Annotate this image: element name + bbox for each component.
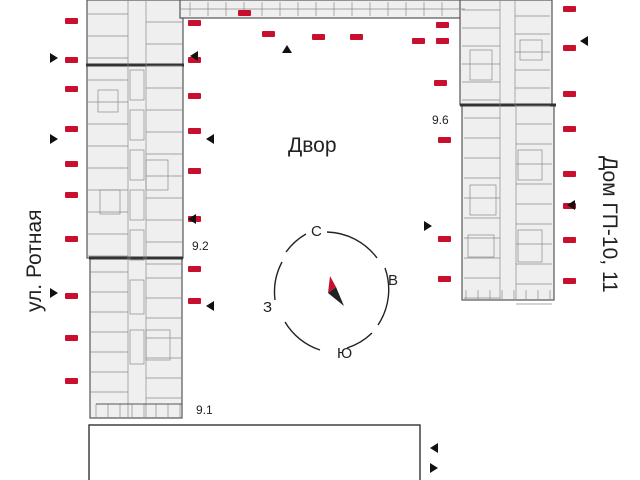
building-west-upper [86,0,184,259]
window-marker [238,10,251,16]
direction-arrow [190,51,198,61]
courtyard-label: Двор [288,134,337,157]
window-marker [188,20,201,26]
window-marker [563,91,576,97]
window-marker [65,192,78,198]
window-marker [65,236,78,242]
section-label-9-1: 9.1 [196,403,213,417]
window-marker [434,80,447,86]
direction-arrow [424,221,432,231]
window-markers [65,6,576,384]
direction-arrow [50,288,58,298]
window-marker [438,137,451,143]
direction-arrow [282,45,292,53]
compass: С В Ю З [263,223,398,362]
compass-east-label: В [388,272,398,289]
direction-arrow [580,36,588,46]
window-marker [65,161,78,167]
window-marker [65,86,78,92]
window-marker [65,126,78,132]
window-marker [563,6,576,12]
compass-needle-north [328,276,336,293]
window-marker [312,34,325,40]
section-label-9-6: 9.6 [432,113,449,127]
compass-arc-e [377,267,390,326]
direction-arrow [430,443,438,453]
window-marker [412,38,425,44]
direction-arrow [567,200,575,210]
compass-arc-nw [285,233,307,253]
window-marker [65,378,78,384]
building-blocks [86,0,555,419]
direction-arrow [188,214,196,224]
compass-arc-se [346,332,373,349]
window-marker [188,298,201,304]
compass-north-label: С [311,223,322,240]
window-marker [563,171,576,177]
building-east-lower [461,104,555,301]
building-east-upper [459,0,553,106]
window-marker [188,168,201,174]
compass-needle-south [328,287,344,306]
window-marker [65,335,78,341]
direction-arrow [206,134,214,144]
compass-arc-ne [326,231,378,259]
window-marker [188,128,201,134]
window-marker [563,45,576,51]
window-marker [563,237,576,243]
window-marker [563,278,576,284]
window-marker [188,93,201,99]
compass-arc-sw [284,321,321,351]
compass-west-label: З [263,299,272,316]
window-marker [436,38,449,44]
window-marker [262,31,275,37]
direction-arrow [430,463,438,473]
direction-arrow [50,134,58,144]
neighbor-house-label: Дом ГП-10, 11 [598,156,621,293]
window-marker [438,276,451,282]
window-marker [350,34,363,40]
window-marker [436,22,449,28]
window-marker [65,18,78,24]
compass-arc-w [273,261,283,301]
window-marker [188,266,201,272]
direction-arrows [50,36,588,473]
window-marker [65,57,78,63]
window-marker [563,126,576,132]
window-marker [65,293,78,299]
street-label: ул. Ротная [23,209,46,312]
compass-south-label: Ю [337,345,352,362]
lower-building-outline [88,424,421,480]
direction-arrow [50,53,58,63]
window-marker [438,236,451,242]
apartment-interiors [88,0,552,418]
section-dividers [86,63,556,260]
section-label-9-2: 9.2 [192,239,209,253]
direction-arrow [206,301,214,311]
